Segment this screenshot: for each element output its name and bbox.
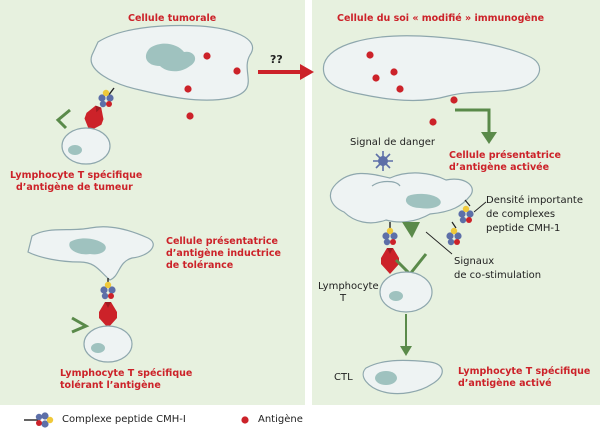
modified-self-cell-label: Cellule du soi « modifié » immunogène [337, 13, 545, 24]
tolerogenic-apc-label-3: de tolérance [166, 260, 234, 271]
costim-arrow-icon [394, 222, 428, 277]
ctl-label: CTL [334, 372, 353, 383]
antigen-dot-icon [184, 52, 241, 120]
tolerogenic-apc-label-2: d’antigène inductrice [166, 248, 281, 259]
tolerogenic-apc [27, 226, 154, 281]
transition-arrow [258, 64, 314, 80]
density-pointer [473, 201, 487, 213]
lymphocyte-tumor [61, 127, 111, 165]
legend-mhc-label: Complexe peptide CMH-I [62, 414, 186, 425]
activated-apc-label-1: Cellule présentatrice [449, 150, 561, 161]
activated-lymphocyte-label-2: d’antigène activé [458, 378, 552, 389]
costim-label-2: de co-stimulation [454, 270, 542, 281]
danger-signal-label: Signal de danger [350, 137, 435, 148]
costim-label-1: Signaux [454, 256, 495, 267]
legend-mhc-icon [24, 412, 54, 428]
mhc-complex-icon [382, 199, 474, 246]
mhc-density-label-3: peptide CMH-1 [486, 223, 561, 234]
activated-apc [329, 172, 473, 224]
tolerogenic-apc-label-1: Cellule présentatrice [166, 236, 278, 247]
tumor-lymphocyte-label-1: Lymphocyte T spécifique [10, 170, 143, 181]
mhc-density-label-2: de complexes [486, 209, 556, 220]
differentiation-arrow [400, 314, 412, 356]
costim-pointer [425, 231, 453, 255]
tumor-lymphocyte-label-2: d’antigène de tumeur [16, 182, 133, 193]
legend-antigen-icon [241, 416, 249, 424]
activated-lymphocyte-label-1: Lymphocyte T spécifique [458, 366, 591, 377]
lymphocyte-t-label-2: T [340, 293, 347, 304]
legend-antigen-label: Antigène [258, 414, 303, 425]
tolerant-lymphocyte-label-2: tolérant l’antigène [60, 380, 161, 391]
mhc-density-label-1: Densité importante [486, 195, 583, 206]
tcr-receptor-icon [99, 302, 117, 328]
danger-signal-star-icon [373, 151, 393, 171]
modified-self-cell [322, 35, 541, 102]
tumor-cell [90, 24, 253, 101]
mhc-complex-icon [100, 278, 116, 300]
activated-apc-label-2: d’antigène activée [449, 162, 550, 173]
lymphocyte-t [379, 271, 433, 313]
antigen-dot-icon [366, 51, 458, 126]
costim-arrow-icon [55, 108, 71, 130]
tumor-cell-label: Cellule tumorale [128, 13, 217, 24]
ctl-cell [362, 359, 443, 395]
tolerant-lymphocyte-label-1: Lymphocyte T spécifique [60, 368, 193, 379]
activation-arrow [455, 108, 497, 144]
lymphocyte-t-label-1: Lymphocyte [318, 281, 379, 292]
costim-arrow-icon [71, 316, 90, 334]
lymphocyte-tolerant [83, 325, 133, 363]
question-marks: ?? [270, 53, 283, 66]
mhc-complex-icon [98, 87, 115, 108]
